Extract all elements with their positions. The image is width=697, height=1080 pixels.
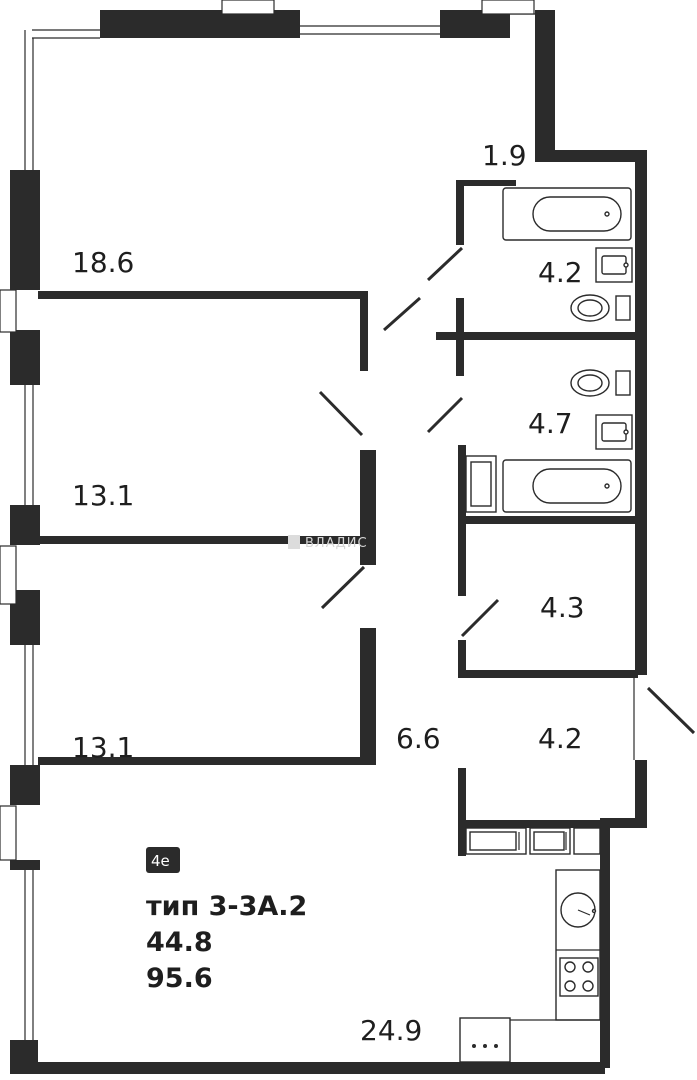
area-bath-middle: 4.7 [528,407,573,440]
area-kitchen-living: 24.9 [360,1014,422,1047]
window-strips [24,13,535,1040]
rooms-badge [146,847,180,873]
area-corridor: 6.6 [396,722,441,755]
area-room-top: 18.6 [72,246,134,279]
kitchen-cabinets [465,827,601,855]
walls [10,10,647,1074]
doors [318,246,696,760]
toilet-middle [570,369,631,397]
apartment-type: тип 3-3А.2 [146,891,307,922]
total-area: 95.6 [146,963,213,994]
kitchen-sink-round [560,892,597,928]
area-room-bottom: 13.1 [72,731,134,764]
living-area: 44.8 [146,927,213,958]
sink-top [595,247,633,283]
rooms-badge-text: 4е [151,852,170,870]
washing-cabinet [465,455,497,513]
windows [0,0,535,861]
area-storage: 4.3 [540,591,585,624]
bathtub-top [502,187,632,241]
area-hall: 4.2 [538,722,583,755]
area-bath-top: 4.2 [538,256,583,289]
area-balcony: 1.9 [482,139,527,172]
toilet-top [570,294,631,322]
area-room-middle: 13.1 [72,479,134,512]
sink-middle [595,414,633,450]
stove [559,957,599,997]
bathtub-middle [502,459,632,513]
watermark: ВЛАДИС [288,535,368,551]
dishwasher-dots [472,1044,498,1048]
watermark-text: ВЛАДИС [305,536,368,551]
apartment-info: 4е тип 3-3А.2 44.8 95.6 [146,847,307,994]
